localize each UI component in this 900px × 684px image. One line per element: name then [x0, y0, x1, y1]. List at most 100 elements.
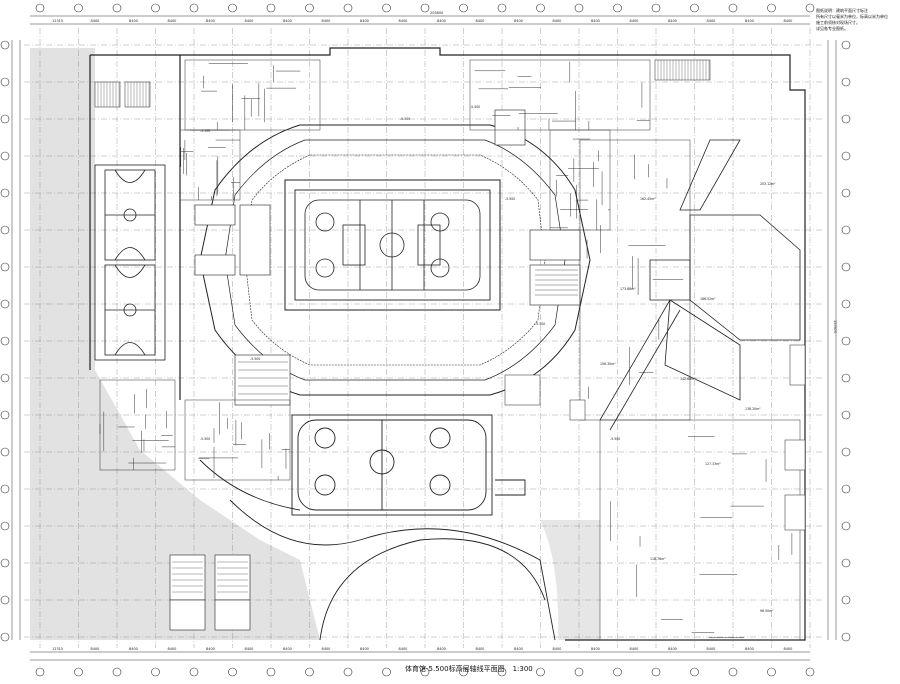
axis-bubble-top — [382, 3, 391, 13]
area-label: 173.88m² — [620, 287, 636, 291]
axis-bubble-right — [841, 188, 851, 198]
axis-bubble-top — [151, 3, 160, 13]
axis-bubble-left — [0, 632, 10, 642]
axis-bubble-top — [420, 3, 430, 13]
axis-bubble-bottom — [728, 667, 738, 677]
axis-bubble-bottom — [613, 667, 622, 677]
lecture-room-rows — [172, 561, 248, 593]
elevation-label: -5.500 — [535, 322, 545, 326]
arena-court — [304, 199, 481, 291]
overall-dimension-label: 205800 — [430, 11, 443, 15]
axis-bubble-right — [841, 40, 851, 50]
axis-bubble-right — [841, 447, 851, 457]
axis-bubble-bottom — [536, 667, 545, 677]
axis-bubble-top — [497, 3, 507, 13]
area-label: 156.30m² — [600, 362, 616, 366]
axis-bubble-top — [74, 3, 83, 13]
dimension-label-top: 8400 — [206, 19, 215, 23]
area-label: 142.68m² — [680, 377, 696, 381]
axis-bubble-top — [189, 3, 199, 13]
axis-bubble-left — [0, 114, 10, 124]
room-labels: -5.500-5.500-5.500-5.500-5.500-5.500-5.5… — [200, 105, 776, 613]
dimension-label-bottom: 8400 — [745, 647, 754, 651]
axis-bubble-top — [266, 3, 276, 13]
dimension-label-bottom: 8400 — [129, 647, 138, 651]
axis-bubble-left — [0, 336, 10, 346]
axis-bubble-bottom — [805, 667, 815, 677]
note-line: 施工前须核对现场尺寸。 — [816, 20, 860, 25]
zone-boundary — [184, 399, 291, 481]
dimension-label-top: 8400 — [283, 19, 292, 23]
axis-bubble-top — [651, 3, 661, 13]
area-label: 203.12m² — [760, 182, 776, 186]
drawing-title: 体育馆-5.500标高层轴线平面图 — [405, 665, 505, 673]
axis-bubble-left — [0, 558, 10, 568]
axis-bubble-left — [0, 521, 10, 531]
axis-bubble-bottom — [266, 667, 276, 677]
axis-bubble-bottom — [420, 667, 430, 677]
dimension-label-top: 8400 — [668, 19, 677, 23]
dimension-label-top: 8400 — [91, 19, 100, 23]
axis-bubble-right — [841, 521, 851, 531]
dimension-label-top: 8400 — [745, 19, 754, 23]
axis-bubble-top — [112, 3, 122, 13]
axis-bubble-top — [459, 3, 468, 13]
dimension-label-bottom: 8400 — [399, 647, 408, 651]
elevation-label: -5.500 — [610, 437, 620, 441]
dimension-label-bottom: 8400 — [283, 647, 292, 651]
axis-bubble-left — [0, 410, 10, 420]
axis-bubble-right — [841, 484, 851, 494]
dimension-label-bottom: 8400 — [476, 647, 485, 651]
seat-rows — [238, 269, 578, 395]
axis-bubble-bottom — [497, 667, 507, 677]
dimension-label-bottom: 8400 — [168, 647, 177, 651]
axis-bubble-bottom — [574, 667, 584, 677]
elevation-label: -5.500 — [400, 117, 410, 121]
elevation-label: -5.500 — [505, 197, 515, 201]
zone-boundary — [179, 129, 241, 201]
dimension-label-bottom: 8400 — [206, 647, 215, 651]
dimension-label-top: 8400 — [360, 19, 369, 23]
elevation-label: -5.500 — [250, 357, 260, 361]
axis-bubble-right — [841, 595, 851, 605]
axis-bubble-left — [0, 151, 10, 161]
seating-blocks — [194, 109, 581, 406]
axis-bubble-right — [841, 632, 851, 642]
dimension-label-bottom: 12315 — [52, 647, 63, 651]
axis-bubble-bottom — [228, 667, 237, 677]
dimension-label-bottom: 8400 — [630, 647, 639, 651]
axis-grid — [24, 28, 824, 648]
dimension-label-top: 8400 — [322, 19, 331, 23]
dimension-label-top: 8400 — [245, 19, 254, 23]
axis-bubble-right — [841, 225, 851, 235]
area-label: 118.76m² — [650, 557, 666, 561]
dimension-labels: 12315 8400 8400 8400 8400 8400 8400 8400 8400 840… — [52, 11, 837, 651]
axis-bubble-right — [841, 114, 851, 124]
dimension-label-bottom: 8400 — [591, 647, 600, 651]
axis-bubble-right — [841, 558, 851, 568]
axis-bubbles — [0, 3, 851, 677]
main-arena-bowl — [199, 124, 591, 396]
elevation-label: -5.500 — [200, 437, 210, 441]
axis-bubble-left — [0, 77, 10, 87]
drawing-scale: 1:300 — [512, 665, 533, 673]
stair-treads — [97, 60, 710, 107]
area-label: 186.52m² — [700, 297, 716, 301]
axis-bubble-left — [0, 595, 10, 605]
room-partitions — [99, 59, 801, 641]
axis-bubble-right — [841, 299, 851, 309]
dimension-label-bottom: 8400 — [707, 647, 716, 651]
dimension-label-bottom: 8400 — [360, 647, 369, 651]
dimension-label-bottom: 8400 — [668, 647, 677, 651]
area-label: 96.50m² — [760, 609, 774, 613]
dimension-label-top: 8400 — [630, 19, 639, 23]
axis-bubble-right — [841, 373, 851, 383]
dimension-label-top: 8400 — [476, 19, 485, 23]
area-label: 162.45m² — [640, 197, 656, 201]
axis-bubble-right — [841, 262, 851, 272]
axis-bubble-bottom — [767, 667, 776, 677]
axis-bubble-bottom — [459, 667, 468, 677]
axis-bubble-bottom — [343, 667, 353, 677]
axis-bubble-top — [690, 3, 699, 13]
